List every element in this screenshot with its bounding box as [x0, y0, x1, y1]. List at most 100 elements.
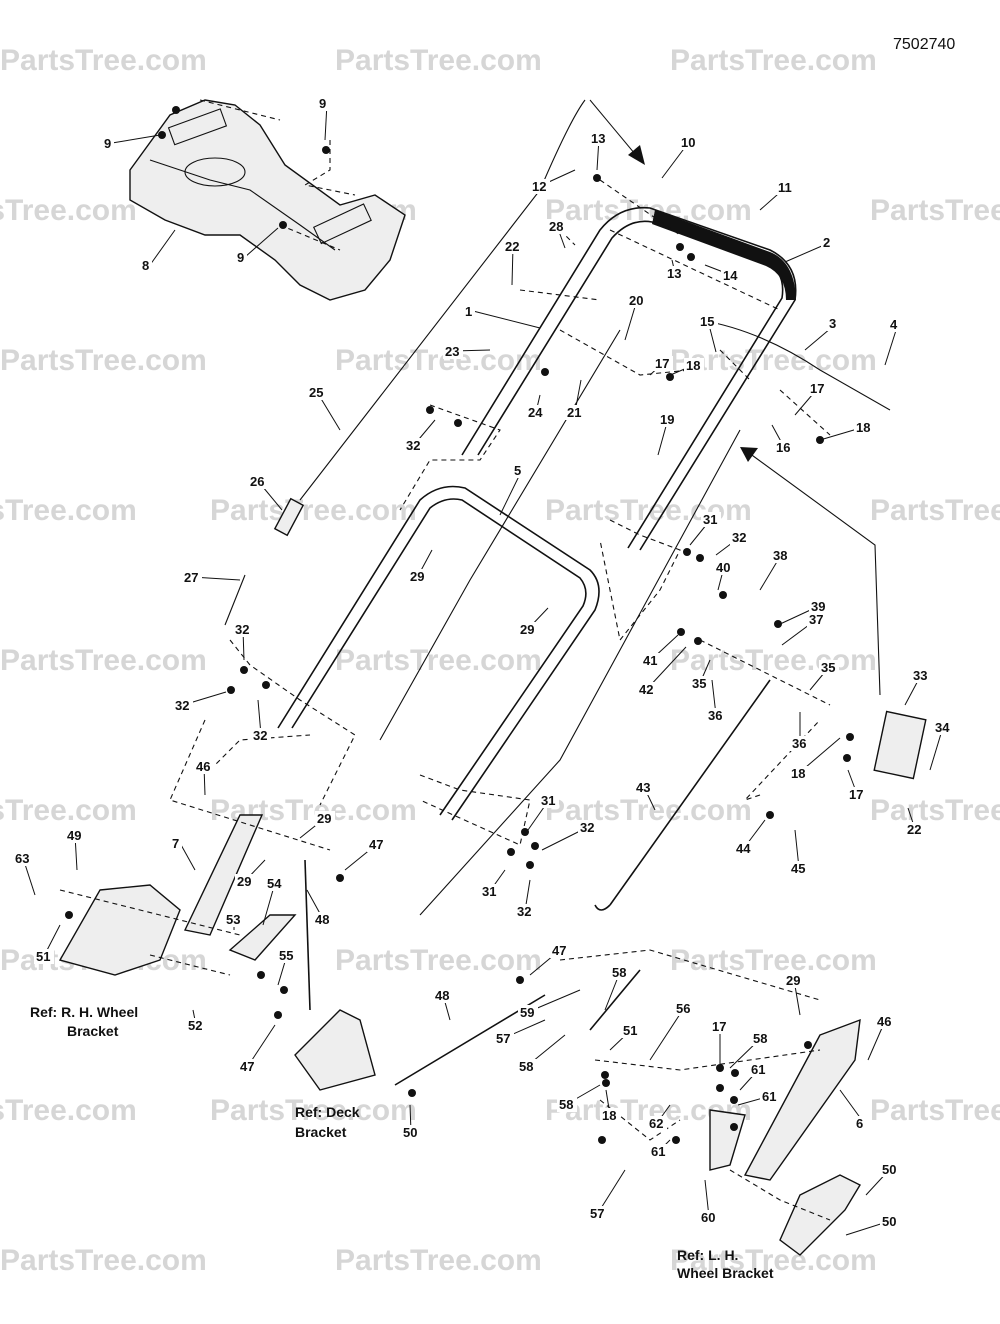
watermark-text: PartsTree.com [0, 194, 137, 227]
callout-backdrop [714, 560, 734, 575]
upper-handle [461, 206, 797, 551]
callout-number: 4 [890, 317, 898, 332]
callout-backdrop [539, 793, 559, 808]
callout-number: 38 [773, 548, 787, 563]
watermark-text: PartsTree.com [670, 644, 877, 677]
callout-number: 22 [907, 822, 921, 837]
callout-number: 14 [723, 268, 738, 283]
callout-backdrop [698, 314, 718, 329]
callout-number: 3 [829, 316, 836, 331]
fastener-dot [322, 146, 330, 154]
fastener-dot [593, 174, 601, 182]
callout-backdrop [463, 304, 475, 319]
callout-number: 10 [681, 135, 695, 150]
callout-backdrop [875, 1014, 895, 1029]
callout-backdrop [790, 736, 810, 751]
fastener-dot [716, 1084, 724, 1092]
fastener-dot [687, 253, 695, 261]
callout-backdrop [518, 622, 538, 637]
callout-backdrop [784, 973, 804, 988]
watermark-text: PartsTree.com [335, 44, 542, 77]
rh-bracket-assembly [58, 814, 311, 1011]
callout-number: 36 [708, 708, 722, 723]
callout-number: 29 [520, 622, 534, 637]
callout-number: 11 [778, 180, 792, 195]
fastener-dot [696, 554, 704, 562]
watermark-text: PartsTree.com [870, 794, 1000, 827]
fastener-dot [65, 911, 73, 919]
callout-number: 32 [253, 728, 267, 743]
watermark-text: PartsTree.com [870, 494, 1000, 527]
callout-backdrop [307, 385, 327, 400]
fastener-dot [516, 976, 524, 984]
fastener-dot [683, 548, 691, 556]
watermark-text: PartsTree.com [0, 1094, 137, 1127]
fastener-dot [454, 419, 462, 427]
linkage-rod [594, 679, 771, 911]
watermark-text: PartsTree.com [0, 494, 137, 527]
callout-number: 1 [465, 304, 472, 319]
callout-backdrop [809, 599, 829, 614]
callout-number: 39 [811, 599, 825, 614]
callout-backdrop [515, 904, 535, 919]
callout-backdrop [433, 988, 453, 1003]
callout-number: 18 [602, 1108, 616, 1123]
ref-deck-bracket-line2: Bracket [295, 1124, 347, 1140]
callout-number: 24 [528, 405, 543, 420]
callout-backdrop [684, 358, 704, 373]
fastener-dot [804, 1041, 812, 1049]
callout-number: 35 [692, 676, 706, 691]
callout-backdrop [526, 405, 546, 420]
callout-backdrop [518, 1005, 538, 1020]
ref-lh-wheel-bracket-line1: Ref: L. H. [677, 1247, 738, 1263]
callout-backdrop [621, 1023, 641, 1038]
callout-number: 12 [532, 179, 546, 194]
callout-backdrop [589, 131, 609, 146]
fastener-dot [426, 406, 434, 414]
fastener-dot [262, 681, 270, 689]
callout-backdrop [749, 1062, 769, 1077]
deck-bracket [294, 1009, 376, 1091]
callout-number: 45 [791, 861, 805, 876]
callout-backdrop [847, 787, 867, 802]
fastener-dot [257, 971, 265, 979]
callout-backdrop [251, 728, 271, 743]
callout-backdrop [637, 682, 657, 697]
callout-backdrop [13, 851, 33, 866]
leader-line [179, 842, 196, 871]
callout-number: 28 [549, 219, 563, 234]
watermark-text: PartsTree.com [335, 344, 542, 377]
fastener-dot [601, 1071, 609, 1079]
callout-number: 27 [184, 570, 198, 585]
callout-number: 48 [435, 988, 449, 1003]
callout-backdrop [588, 1206, 608, 1221]
callout-number: 41 [643, 653, 657, 668]
callout-number: 59 [520, 1005, 534, 1020]
leader-line [649, 1007, 685, 1061]
callout-number: 18 [686, 358, 700, 373]
leader-line [597, 1169, 626, 1214]
callout-backdrop [265, 876, 285, 891]
fastener-dot [240, 666, 248, 674]
callout-number: 61 [751, 1062, 765, 1077]
callout-number: 50 [882, 1214, 896, 1229]
callout-backdrop [880, 1162, 900, 1177]
fastener-dot [666, 373, 674, 381]
callout-backdrop [547, 219, 567, 234]
callout-number: 57 [496, 1031, 510, 1046]
fastener-dot [731, 1069, 739, 1077]
fastener-dot [274, 1011, 282, 1019]
callout-backdrop [140, 258, 152, 273]
leader-line [149, 229, 176, 266]
callout-backdrop [760, 1089, 780, 1104]
leader-line [244, 227, 279, 258]
fastener-dot [846, 733, 854, 741]
callout-number: 58 [559, 1097, 573, 1112]
callout-backdrop [854, 420, 874, 435]
watermark-text: PartsTree.com [0, 1244, 207, 1277]
watermark-text: PartsTree.com [210, 1094, 417, 1127]
callout-number: 36 [792, 736, 806, 751]
callout-backdrop [649, 1144, 669, 1159]
callout-backdrop [789, 766, 809, 781]
